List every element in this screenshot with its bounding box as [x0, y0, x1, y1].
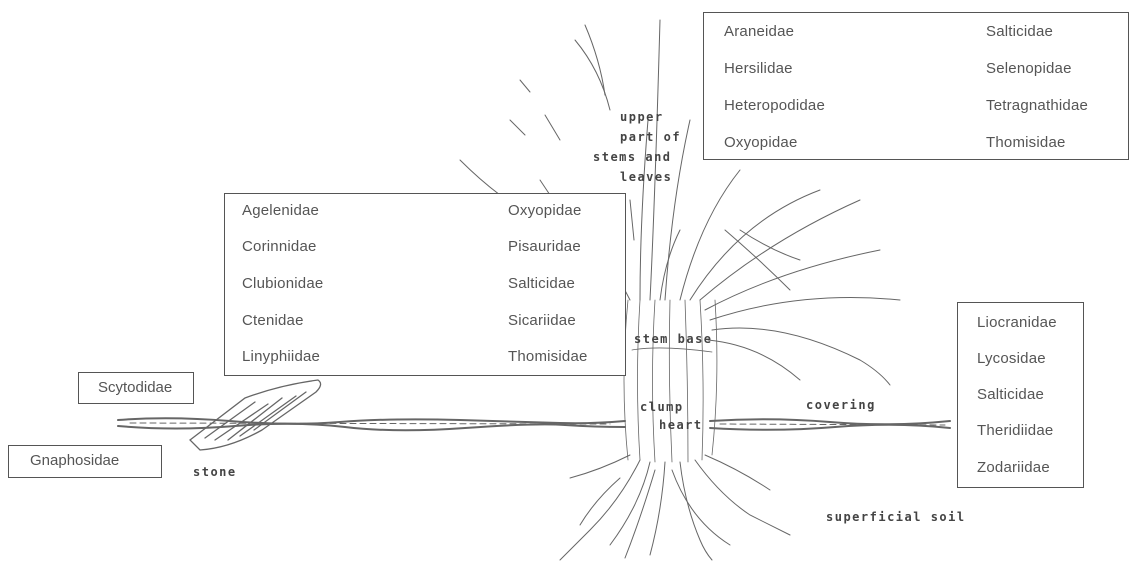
family-label: Araneidae: [724, 23, 794, 40]
clump-heart-drawing: [624, 300, 717, 462]
family-label: Liocranidae: [977, 314, 1057, 331]
label-upper: upper: [620, 110, 664, 124]
family-label: Lycosidae: [977, 350, 1046, 367]
family-label: Oxyopidae: [724, 134, 798, 151]
family-label: Pisauridae: [508, 238, 581, 255]
label-covering: covering: [806, 398, 876, 412]
family-label: Oxyopidae: [508, 202, 582, 219]
family-label: Sicariidae: [508, 312, 576, 329]
label-upper: part of: [620, 130, 681, 144]
stone-drawing: [190, 380, 321, 450]
family-label: Salticidae: [977, 386, 1044, 403]
family-box-covering: Liocranidae Lycosidae Salticidae Theridi…: [957, 302, 1084, 488]
label-heart: heart: [659, 418, 703, 432]
family-box-upper-stems: Araneidae Hersilidae Heteropodidae Oxyop…: [703, 12, 1129, 160]
family-box-stone-under: Gnaphosidae: [8, 445, 162, 478]
family-label: Salticidae: [986, 23, 1053, 40]
family-label: Clubionidae: [242, 275, 323, 292]
label-upper: leaves: [620, 170, 672, 184]
family-label: Heteropodidae: [724, 97, 825, 114]
label-stem-base: stem base: [634, 332, 713, 346]
label-clump: clump: [640, 400, 684, 414]
family-box-stone-top: Scytodidae: [78, 372, 194, 404]
family-label: Salticidae: [508, 275, 575, 292]
family-label: Zodariidae: [977, 459, 1050, 476]
ground-covering-right: [710, 419, 950, 430]
family-label: Theridiidae: [977, 422, 1053, 439]
label-superficial-soil: superficial soil: [826, 510, 966, 524]
family-label: Thomisidae: [508, 348, 588, 365]
label-stone: stone: [193, 465, 237, 479]
family-label: Tetragnathidae: [986, 97, 1088, 114]
family-label: Scytodidae: [98, 379, 172, 396]
family-label: Thomisidae: [986, 134, 1066, 151]
family-label: Linyphiidae: [242, 348, 320, 365]
family-label: Corinnidae: [242, 238, 317, 255]
family-box-stem-base: Agelenidae Corinnidae Clubionidae Ctenid…: [224, 193, 626, 376]
family-label: Gnaphosidae: [30, 452, 119, 469]
ground-covering-left: [118, 418, 625, 430]
family-label: Selenopidae: [986, 60, 1072, 77]
roots-drawing: [560, 455, 790, 560]
family-label: Hersilidae: [724, 60, 793, 77]
family-label: Agelenidae: [242, 202, 319, 219]
label-upper: stems and: [593, 150, 672, 164]
family-label: Ctenidae: [242, 312, 304, 329]
